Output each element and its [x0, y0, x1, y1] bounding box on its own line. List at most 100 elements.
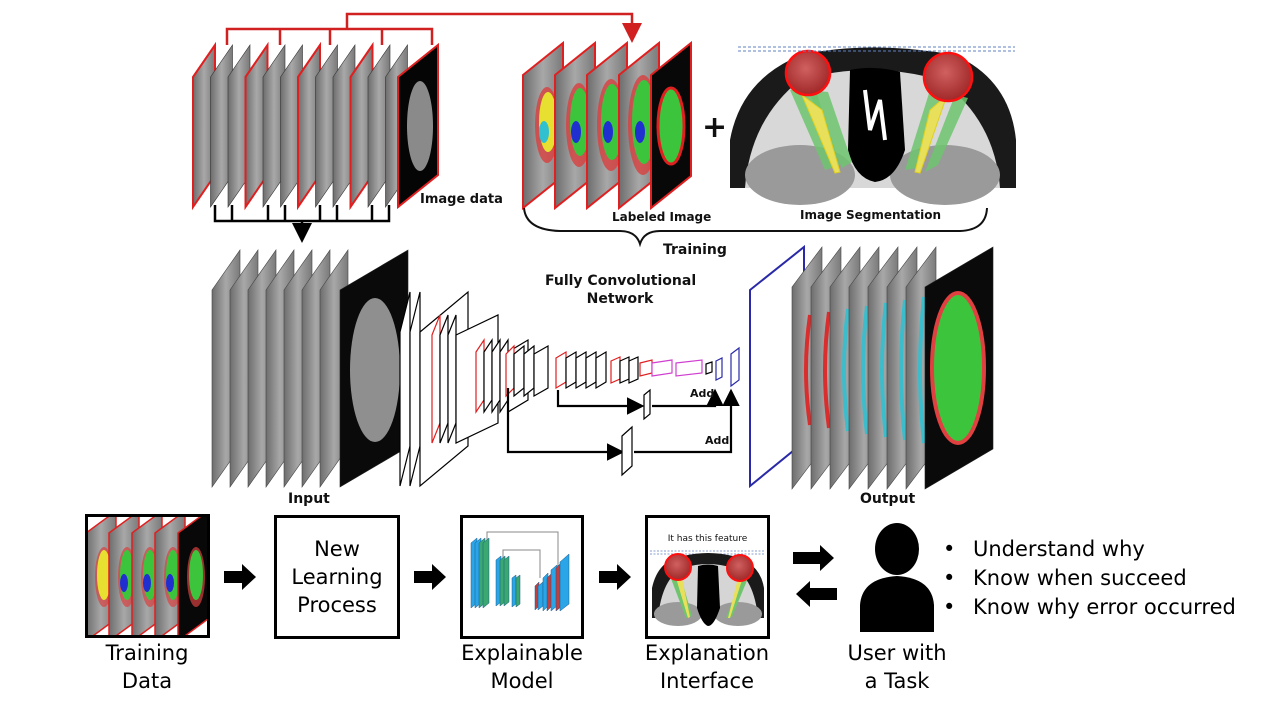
ct-slice-feature	[407, 81, 433, 171]
explainable-model-box	[460, 515, 584, 639]
fcn-layer-block	[619, 356, 630, 384]
fcn-layer-block	[730, 346, 740, 388]
box-text-line: Process	[297, 593, 377, 617]
fcn-layer-block	[675, 359, 703, 377]
fcn-layer-block	[715, 357, 723, 381]
explainable-model-caption: Explainable Model	[447, 639, 597, 695]
fcn-layer-block	[595, 350, 607, 390]
training-blue	[120, 574, 128, 592]
red-connector-bracket	[225, 12, 642, 45]
arrow-right-icon	[793, 545, 834, 571]
fcn-layer-block	[475, 338, 485, 414]
label-blue	[603, 121, 613, 143]
box-text-line: New	[314, 537, 360, 561]
fcn-layer-block	[628, 356, 639, 384]
label-blue	[571, 121, 581, 143]
training-data-thumbnail	[85, 514, 210, 638]
fcn-layer-block	[555, 350, 567, 390]
output-seg-edge	[861, 305, 869, 435]
segmentation-ct-image	[730, 46, 1016, 205]
pipeline-arrows	[224, 545, 837, 607]
fcn-layers	[399, 290, 740, 488]
output-seg-edge	[918, 296, 926, 444]
output-seg-edge	[804, 314, 812, 426]
skip-layer-blocks	[621, 388, 651, 477]
training-green	[97, 550, 111, 600]
label-blue	[539, 121, 549, 143]
output-seg-edge	[842, 308, 850, 432]
fcn-layer-block	[447, 314, 457, 444]
benefits-list: • Understand why • Know when succeed • Know…	[943, 535, 1236, 622]
caption-line: Explanation	[644, 641, 770, 665]
training-blue	[143, 574, 151, 592]
plus-sign: +	[702, 110, 728, 145]
fcn-layer-block	[439, 314, 449, 444]
black-bracket-down	[213, 205, 391, 243]
fcn-layer-block	[533, 344, 549, 398]
caption-line: Training	[105, 641, 189, 665]
training-data-caption: Training Data	[72, 639, 222, 695]
arrow-right-icon	[224, 564, 256, 590]
training-blue	[166, 574, 174, 592]
fcn-layer-block	[523, 344, 535, 398]
caption-line: User with	[847, 641, 947, 665]
explanation-interface-box: It has this feature	[645, 515, 770, 639]
labeled-image-stack	[522, 40, 692, 211]
skip-connections	[506, 388, 740, 461]
caption-line: Interface	[659, 669, 755, 693]
output-seg-edge	[823, 311, 831, 429]
fcn-title-line: Fully Convolutional	[545, 273, 697, 289]
user-icon	[860, 523, 934, 632]
benefit-text: Know why error occurred	[973, 595, 1236, 619]
caption-line: a Task	[864, 669, 930, 693]
training-brace	[523, 207, 988, 248]
bullet-icon: •	[943, 537, 956, 561]
output-image-stack	[791, 246, 994, 490]
training-green	[189, 550, 203, 600]
unet-icon	[470, 531, 570, 612]
fcn-layer-block	[610, 356, 621, 384]
explanation-interface-caption: Explanation Interface	[632, 639, 782, 695]
bullet-icon: •	[943, 595, 956, 619]
benefit-text: Understand why	[973, 537, 1145, 561]
fcn-layer-block	[651, 359, 673, 377]
fcn-layer-block	[639, 359, 653, 377]
benefit-item: • Know why error occurred	[943, 593, 1236, 622]
input-label: Input	[288, 491, 330, 507]
output-seg-edge	[880, 302, 888, 438]
label-green	[656, 86, 686, 166]
bullet-icon: •	[943, 566, 956, 590]
fcn-layer-block	[431, 314, 441, 444]
image-data-label: Image data	[420, 192, 503, 207]
add-label: Add	[690, 387, 715, 400]
output-seg-edge	[899, 299, 907, 441]
fcn-layer-block	[483, 338, 493, 414]
label-blue	[635, 121, 645, 143]
fcn-layer-block	[491, 338, 501, 414]
input-image-stack	[211, 249, 409, 488]
fcn-layer-block	[513, 344, 525, 398]
fcn-title-line: Network	[586, 291, 654, 307]
training-label: Training	[663, 242, 727, 258]
user-caption: User with a Task	[822, 639, 972, 695]
caption-line: Data	[121, 669, 173, 693]
box-text-line: Learning	[291, 565, 383, 589]
new-learning-process-box: New Learning Process	[274, 515, 400, 639]
image-data-stack	[192, 41, 439, 211]
labeled-image-label: Labeled Image	[612, 210, 712, 224]
benefit-item: • Know when succeed	[943, 564, 1236, 593]
add-label: Add	[705, 434, 730, 447]
explanation-overlay-text: It has this feature	[667, 534, 748, 544]
fcn-layer-block	[565, 350, 577, 390]
image-segmentation-label: Image Segmentation	[800, 208, 941, 222]
benefit-item: • Understand why	[943, 535, 1236, 564]
training-data-slices	[88, 517, 207, 635]
arrow-right-icon	[414, 564, 446, 590]
fcn-layer-block	[575, 350, 587, 390]
output-label: Output	[860, 491, 916, 507]
caption-line: Explainable	[461, 641, 583, 665]
caption-line: Model	[490, 669, 554, 693]
arrow-left-icon	[796, 581, 837, 607]
benefit-text: Know when succeed	[973, 566, 1187, 590]
